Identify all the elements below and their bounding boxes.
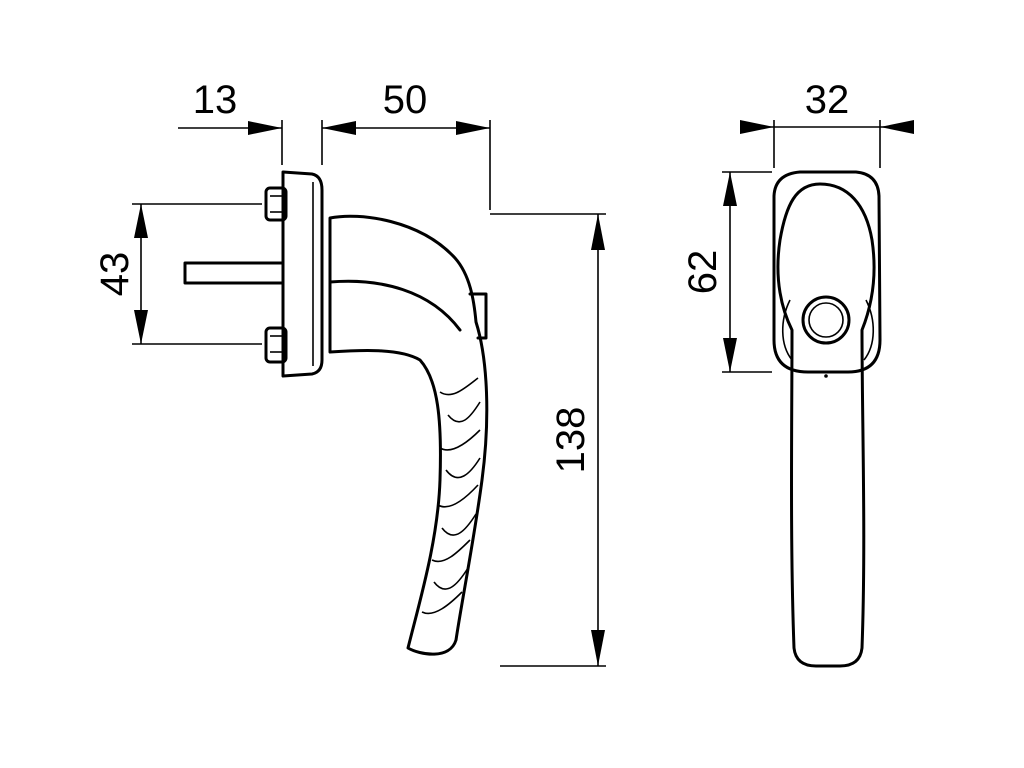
- dim-label-32: 32: [805, 78, 850, 122]
- lock-cylinder: [801, 295, 851, 345]
- dimension-62: 62: [681, 171, 772, 373]
- handle-side: [328, 214, 489, 656]
- dimension-50: 50: [322, 78, 491, 210]
- spindle: [183, 261, 285, 285]
- dim-label-50: 50: [383, 78, 428, 122]
- dim-label-138: 138: [549, 407, 593, 474]
- bottom-screw: [264, 326, 288, 364]
- dim-label-13: 13: [193, 78, 238, 122]
- grip-ribs: [421, 377, 481, 615]
- rose-plate-side: [281, 170, 324, 378]
- front-view: 32 62: [681, 78, 914, 668]
- top-screw: [264, 186, 288, 222]
- handle-front: [776, 182, 876, 668]
- dimension-138: 138: [490, 213, 606, 667]
- dim-label-62: 62: [681, 250, 725, 295]
- dimension-13: 13: [178, 78, 356, 165]
- dim-label-43: 43: [93, 252, 137, 297]
- dimension-32: 32: [740, 78, 914, 168]
- dimension-43: 43: [93, 203, 262, 345]
- rose-plate-front: [772, 170, 882, 374]
- side-view: 13 50 43 138: [93, 78, 606, 667]
